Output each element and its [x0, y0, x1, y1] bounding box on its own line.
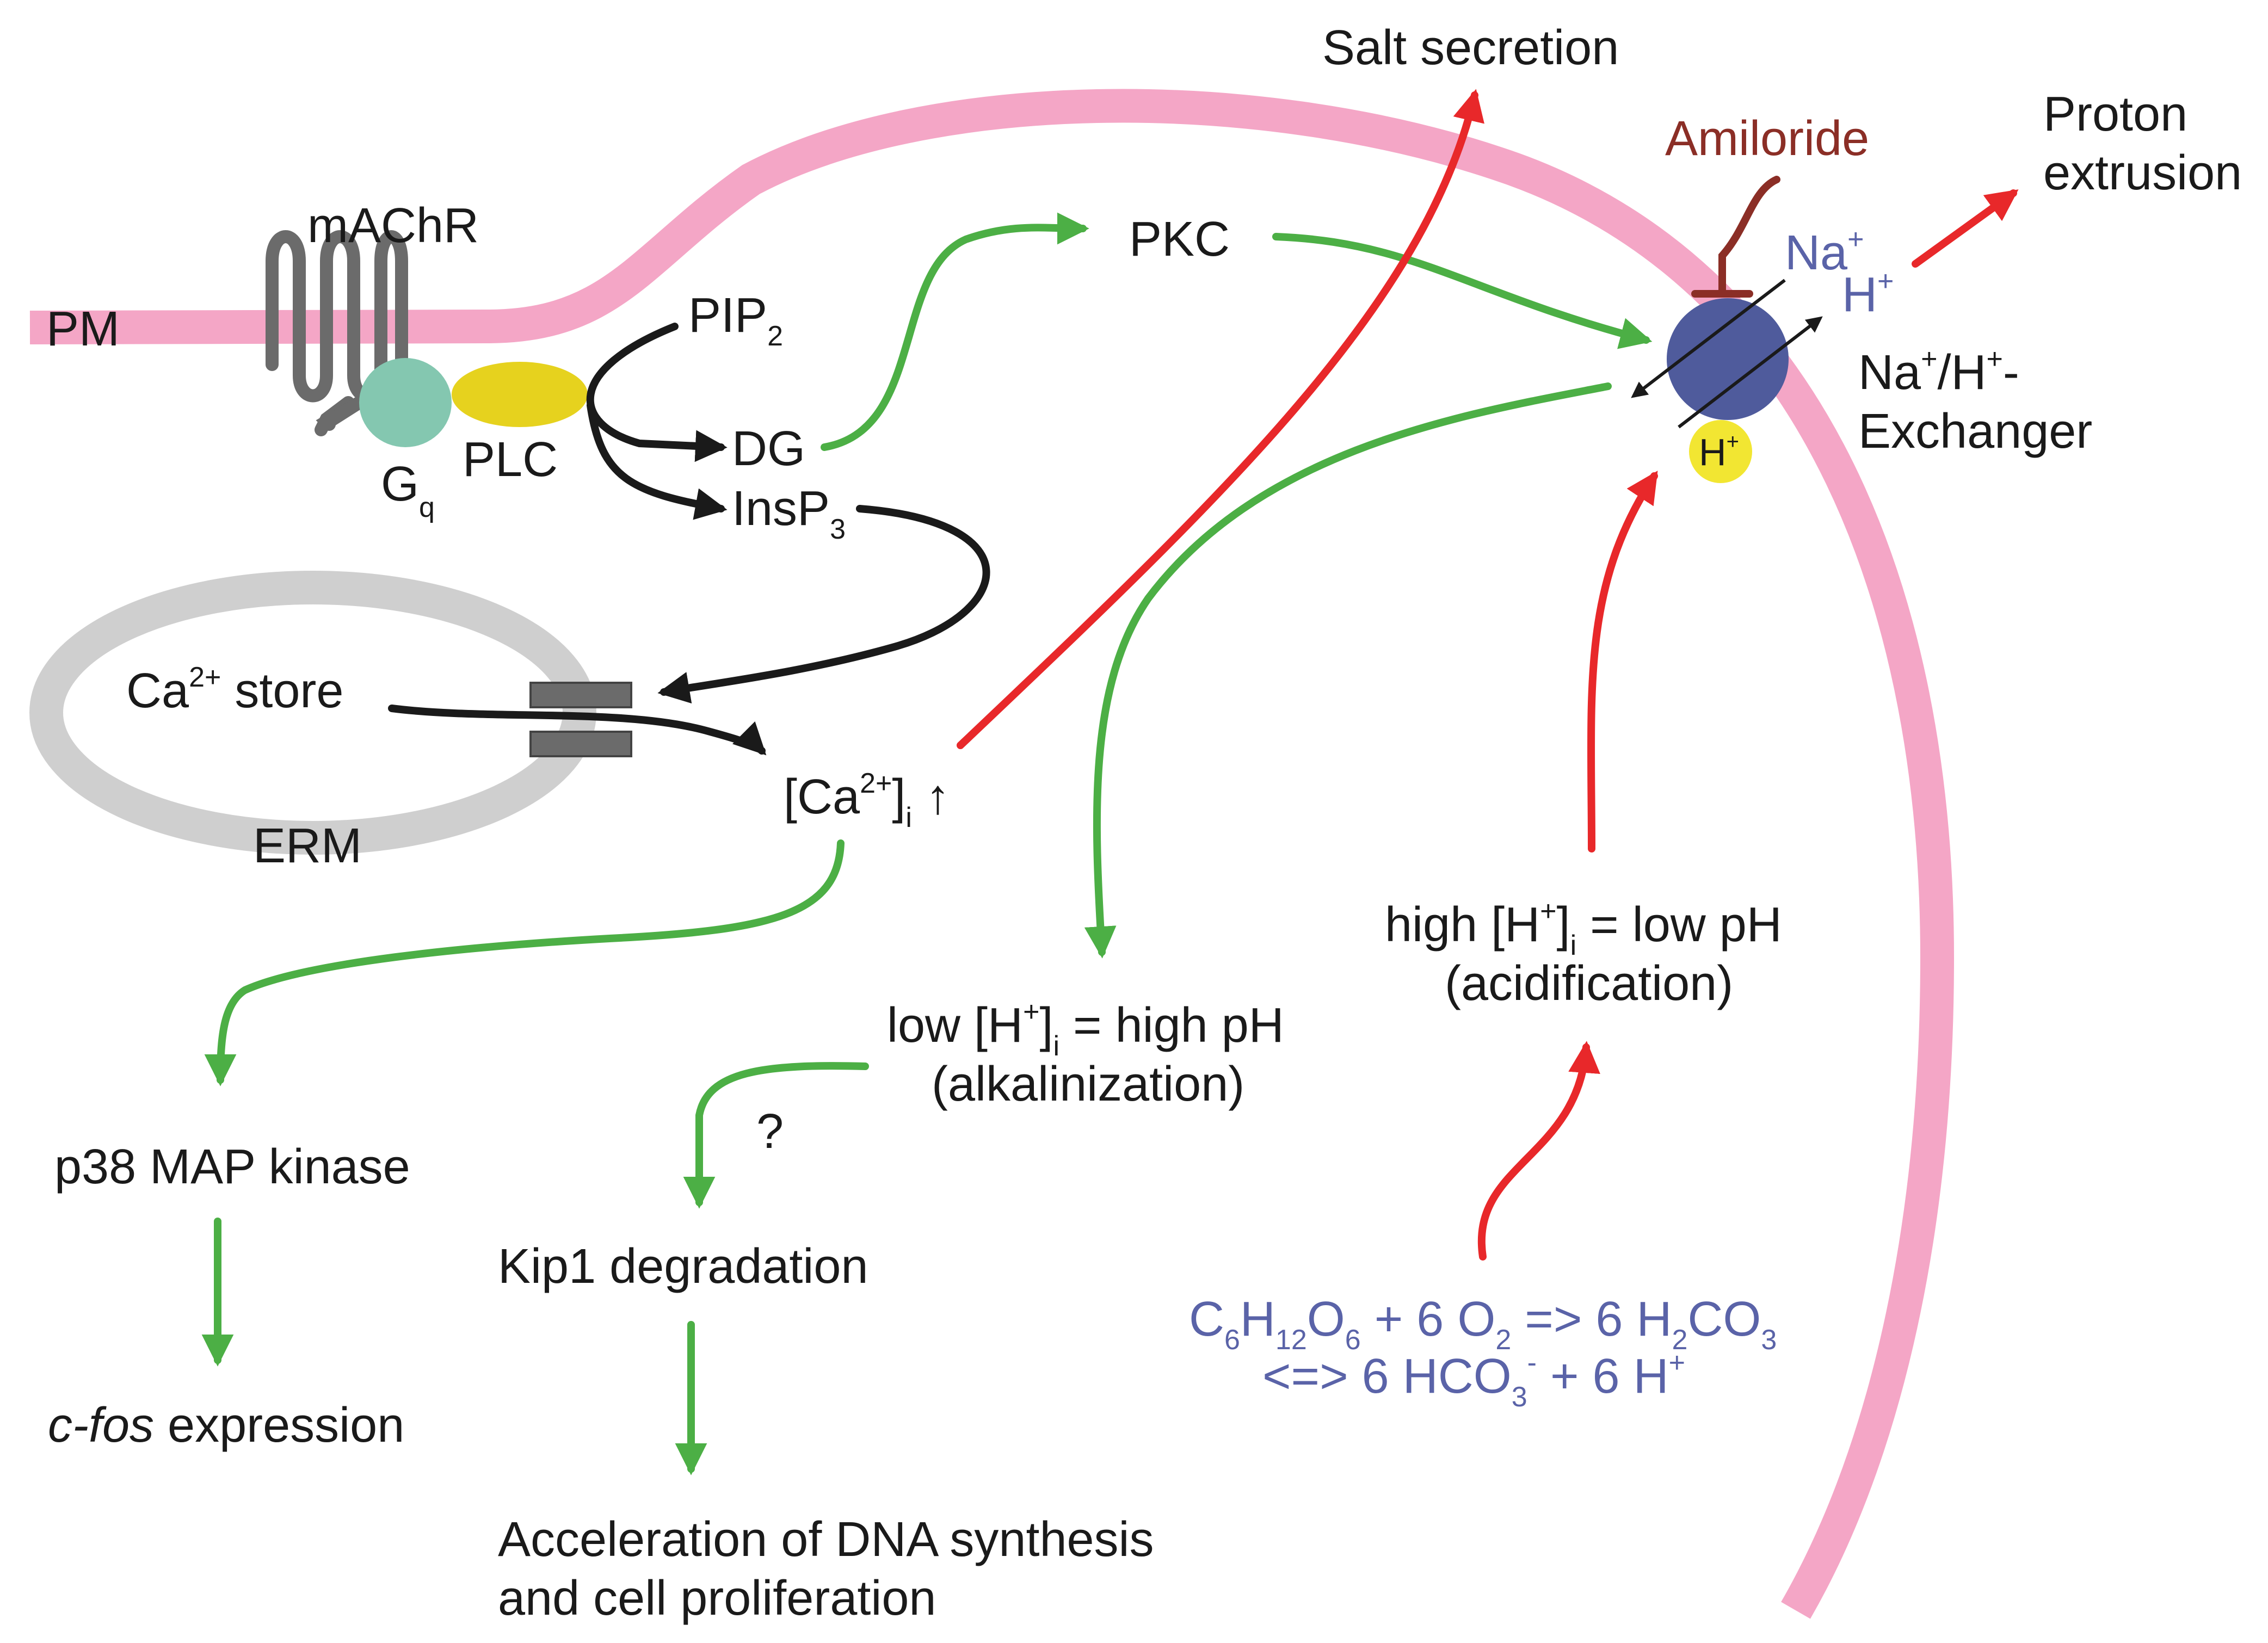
cfos-label: c-fos expression [48, 1398, 404, 1453]
arrow-acidification-to-exchanger [1587, 471, 1658, 853]
arrow-na-inward [1631, 279, 1786, 398]
machr-label: mAChR [307, 199, 479, 253]
alkalinization-label: low [H+]i = high pH (alkalinization) [887, 996, 1298, 1111]
h-badge [1689, 420, 1752, 483]
acidification-label: high [H+]i = low pH (acidification) [1385, 895, 1796, 1011]
metabolism-equation-line1: C6H12O6 + 6 O2 => 6 H2CO3 [1189, 1292, 1777, 1356]
proton-extrusion-label: Proton extrusion [2043, 87, 2242, 200]
arrow-pkc-to-exchanger [1272, 233, 1653, 349]
plc-enzyme [452, 362, 588, 427]
arrow-metabolism-to-acidification [1478, 1041, 1600, 1261]
arrow-dg-to-pkc [821, 212, 1089, 451]
gq-protein [359, 358, 452, 447]
exchanger-label: Na+/H+- Exchanger [1858, 343, 2092, 459]
plasma-membrane [29, 89, 1955, 1619]
arrow-calcium-to-p38 [204, 839, 845, 1086]
arrow-proton-extrusion [1912, 189, 2019, 268]
amiloride-label: Amiloride [1665, 112, 1869, 166]
arrow-h-outward [1678, 316, 1823, 429]
question-mark: ? [756, 1104, 784, 1159]
insp3-label: InsP3 [732, 481, 846, 545]
arrow-pip2-to-insp3 [587, 402, 728, 520]
dg-label: DG [732, 422, 805, 476]
acceleration-label: Acceleration of DNA synthesis and cell p… [498, 1512, 1168, 1626]
ca-store-label: Ca2+ store [126, 662, 343, 718]
amiloride-inhibition [1691, 176, 1780, 298]
pkc-label: PKC [1129, 212, 1230, 267]
kip1-label: Kip1 degradation [498, 1239, 868, 1294]
plc-label: PLC [463, 433, 558, 487]
pm-label: PM [46, 302, 120, 356]
p38-label: p38 MAP kinase [54, 1140, 410, 1194]
erm-label: ERM [253, 819, 362, 873]
er-calcium-channel [529, 682, 632, 757]
arrow-exchanger-to-alkalinization [1084, 382, 1612, 959]
arrow-alkalinization-to-kip1 [683, 1062, 869, 1209]
pip2-label: PIP2 [688, 288, 783, 352]
h-ion-label: H+ [1842, 265, 1894, 322]
receptor-tail [323, 396, 366, 428]
arrow-calcium-to-salt-secretion [957, 89, 1484, 749]
intracellular-calcium-label: [Ca2+]i ↑ [784, 768, 950, 833]
gq-label: Gq [381, 457, 435, 523]
arrow-pip2-to-dg [586, 323, 728, 462]
arrow-insp3-to-channel [657, 505, 990, 704]
salt-secretion-label: Salt secretion [1322, 21, 1619, 75]
metabolism-equation-line2: <=> 6 HCO3- + 6 H+ [1262, 1347, 1685, 1413]
arrow-store-to-calcium [388, 705, 767, 756]
na-h-exchanger [1667, 298, 1789, 420]
